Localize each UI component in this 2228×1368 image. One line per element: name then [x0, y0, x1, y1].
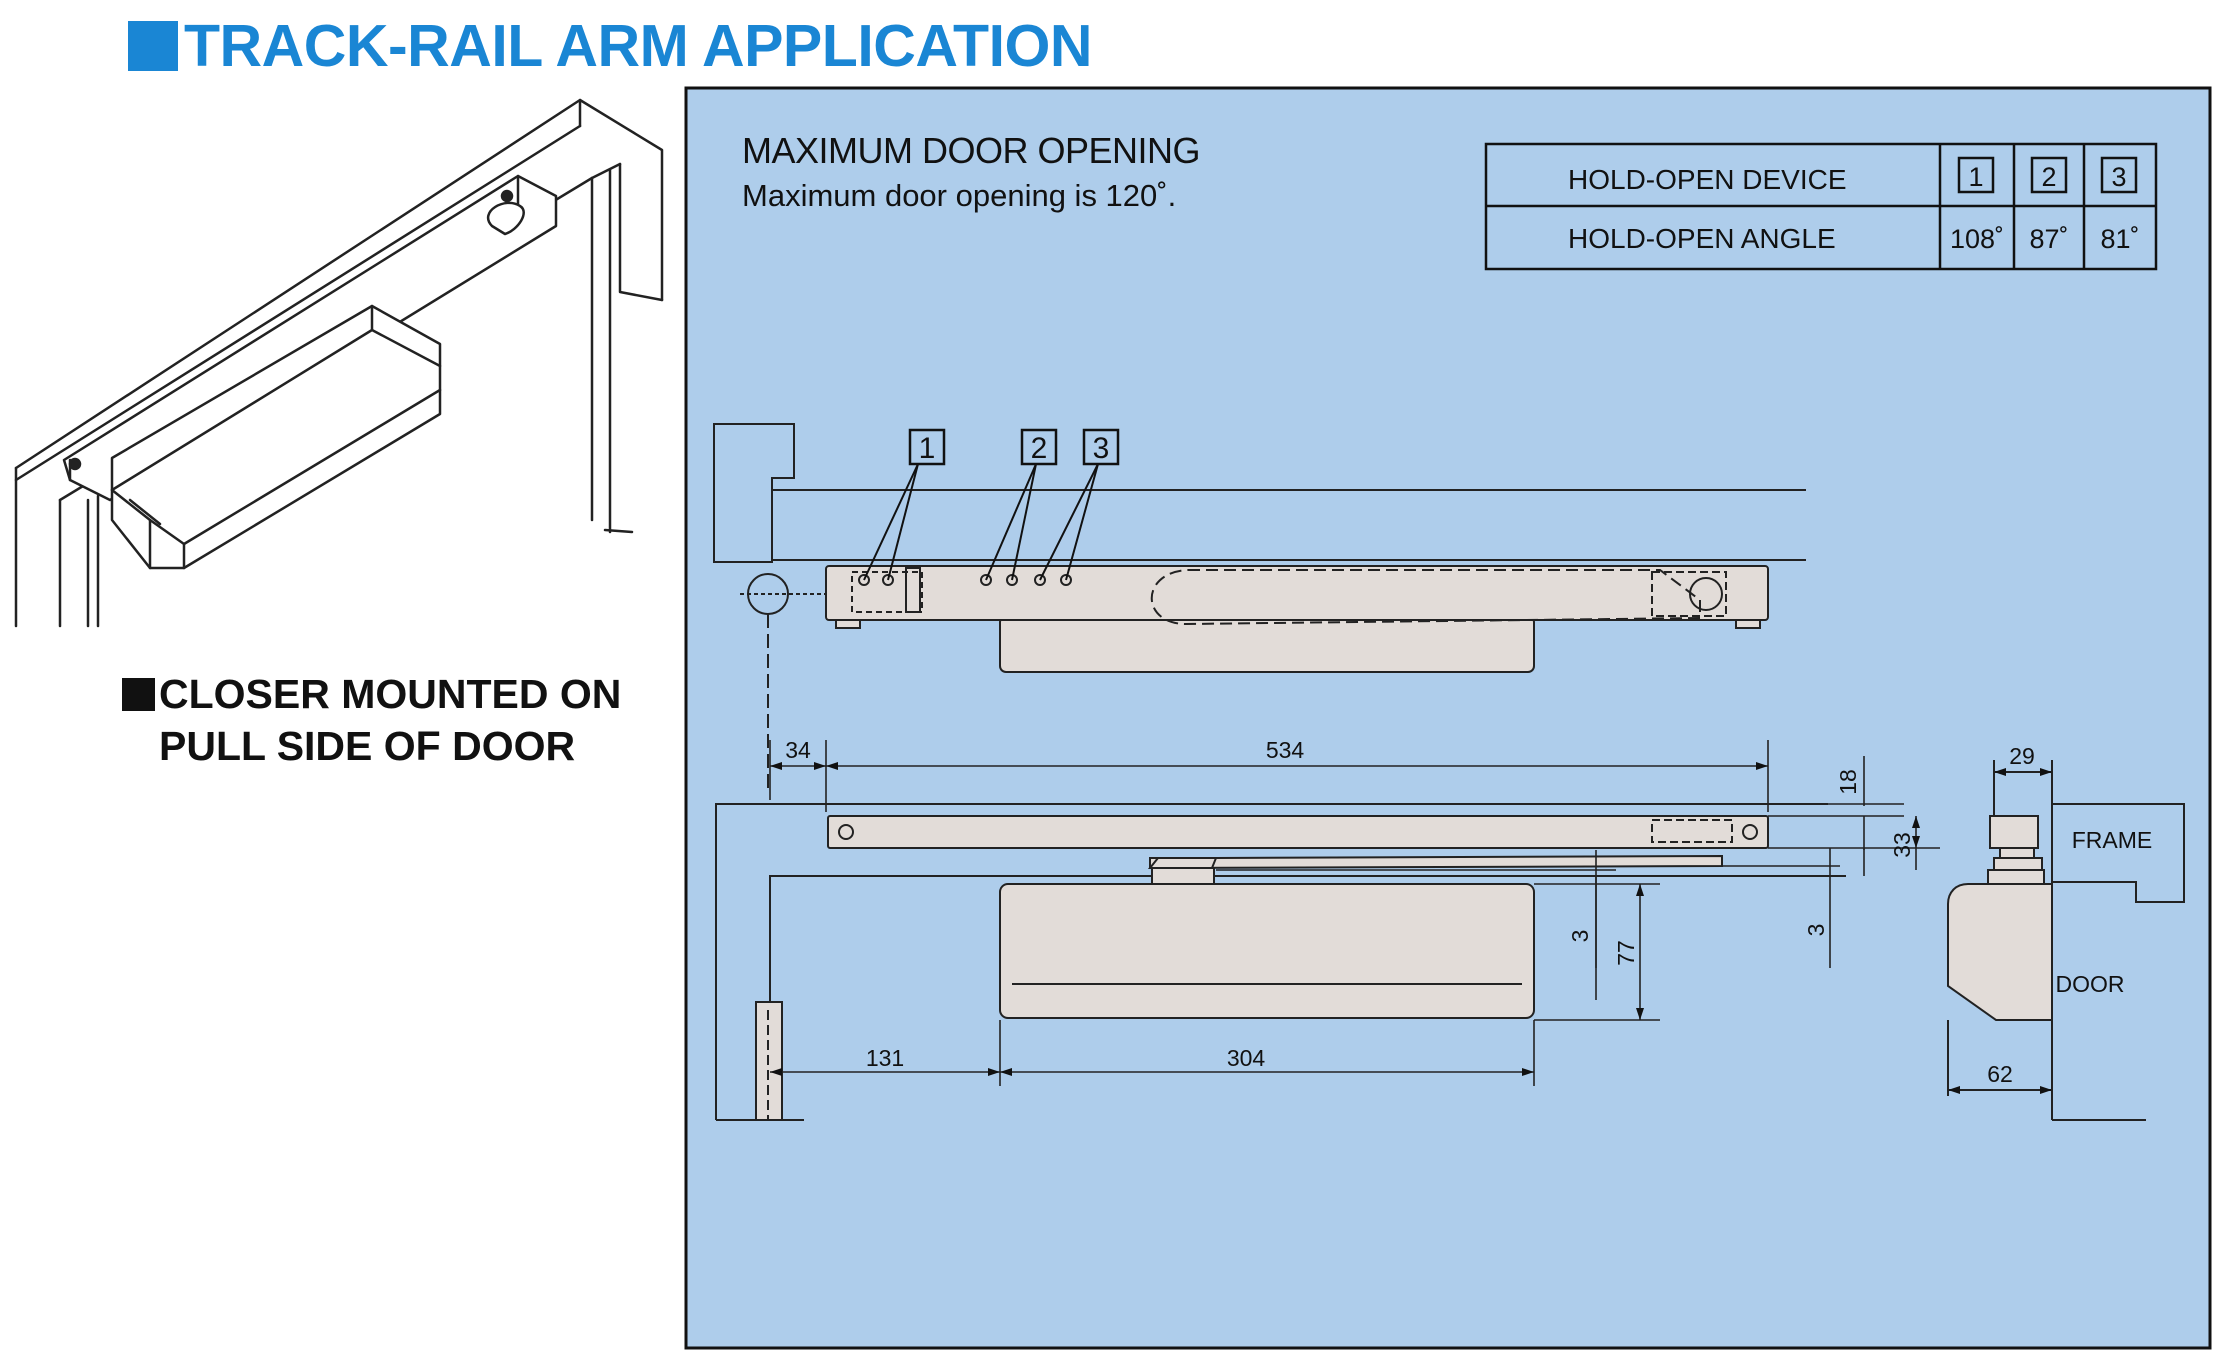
side-dimension-arrows — [1948, 768, 2052, 1094]
door-label: DOOR — [2056, 971, 2125, 997]
table-device-2: 2 — [2041, 162, 2056, 192]
illustration-caption: CLOSER MOUNTED ON PULL SIDE OF DOOR — [122, 668, 682, 772]
dimension-lines — [769, 740, 1940, 1086]
callout-boxes — [908, 428, 1120, 466]
dim-3-right: 3 — [1803, 924, 1829, 937]
dim-18: 18 — [1835, 769, 1861, 795]
panel-subheading: Maximum door opening is 120˚. — [742, 178, 1177, 213]
callout-1: 1 — [919, 432, 936, 465]
table-device-1: 1 — [1968, 162, 1983, 192]
title-text: TRACK-RAIL ARM APPLICATION — [184, 13, 1092, 79]
table-angle-3: 81˚ — [2100, 224, 2139, 254]
dim-534: 534 — [1266, 737, 1305, 763]
dim-33: 33 — [1889, 832, 1915, 858]
dim-29: 29 — [2009, 743, 2035, 769]
frame-label: FRAME — [2072, 827, 2153, 853]
table-device-3: 3 — [2111, 162, 2126, 192]
isometric-closer-illustration — [14, 98, 664, 628]
dim-304: 304 — [1227, 1045, 1266, 1071]
callout-3: 3 — [1093, 432, 1110, 465]
table-angle-1: 108˚ — [1950, 224, 2004, 254]
panel-heading: MAXIMUM DOOR OPENING — [742, 130, 1201, 171]
diagram-panel — [684, 86, 2212, 1350]
caption-line-2: PULL SIDE OF DOOR — [159, 723, 576, 769]
title-square-icon — [128, 21, 178, 71]
table-row1-label: HOLD-OPEN DEVICE — [1568, 164, 1847, 195]
dim-34: 34 — [785, 737, 811, 763]
panel-header: MAXIMUM DOOR OPENING Maximum door openin… — [742, 130, 1201, 214]
caption-line-1: CLOSER MOUNTED ON — [159, 671, 622, 717]
plan-view — [715, 803, 1846, 1121]
callout-2: 2 — [1031, 432, 1048, 465]
front-view — [713, 423, 1806, 790]
page-title: TRACK-RAIL ARM APPLICATION — [128, 13, 1092, 79]
caption-square-icon — [122, 677, 155, 711]
dim-131: 131 — [866, 1045, 904, 1071]
dim-62: 62 — [1987, 1061, 2013, 1087]
callout-leaders — [863, 463, 1099, 581]
dim-3-left: 3 — [1567, 930, 1593, 943]
dim-77: 77 — [1613, 940, 1639, 966]
table-row2-label: HOLD-OPEN ANGLE — [1568, 223, 1836, 254]
table-angle-2: 87˚ — [2029, 224, 2068, 254]
side-section — [1947, 760, 2185, 1121]
hold-open-table — [1484, 142, 2158, 271]
dimension-arrows — [770, 762, 1920, 1076]
